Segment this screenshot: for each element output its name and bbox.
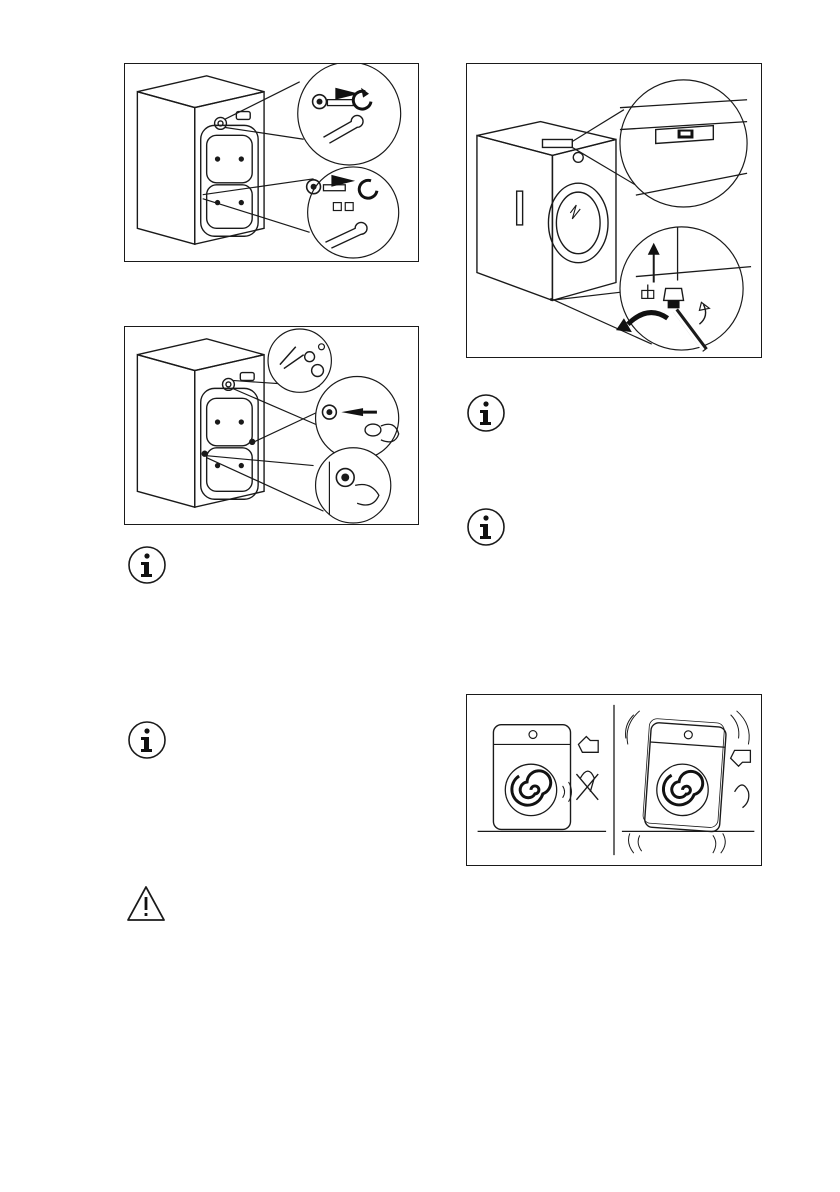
page-bottom-edge — [0, 1188, 840, 1192]
info-icon — [466, 393, 506, 433]
vibration-comparison-illustration — [467, 695, 761, 865]
info-icon — [466, 507, 506, 547]
warning-triangle-icon — [126, 884, 166, 924]
stable-washer — [478, 725, 606, 832]
washer-back-caps-illustration — [125, 327, 418, 524]
washer-body — [137, 339, 264, 507]
thumbs-down-icon — [731, 750, 751, 766]
vibrating-washer — [622, 711, 754, 853]
figure-level-adjustment — [466, 63, 762, 358]
figure-remove-transit-bolts — [124, 63, 419, 262]
washer-body — [477, 122, 616, 301]
thumbs-up-icon — [578, 737, 598, 753]
info-icon — [127, 720, 167, 760]
washer-level-illustration — [467, 64, 761, 357]
ear-icon — [735, 785, 749, 808]
washer-back-bolts-illustration — [125, 64, 418, 261]
figure-insert-plastic-caps — [124, 326, 419, 525]
figure-vibration-comparison — [466, 694, 762, 866]
info-icon — [127, 545, 167, 585]
callout-lines — [550, 80, 747, 350]
washer-body — [137, 76, 264, 244]
callout-lines — [207, 329, 399, 523]
